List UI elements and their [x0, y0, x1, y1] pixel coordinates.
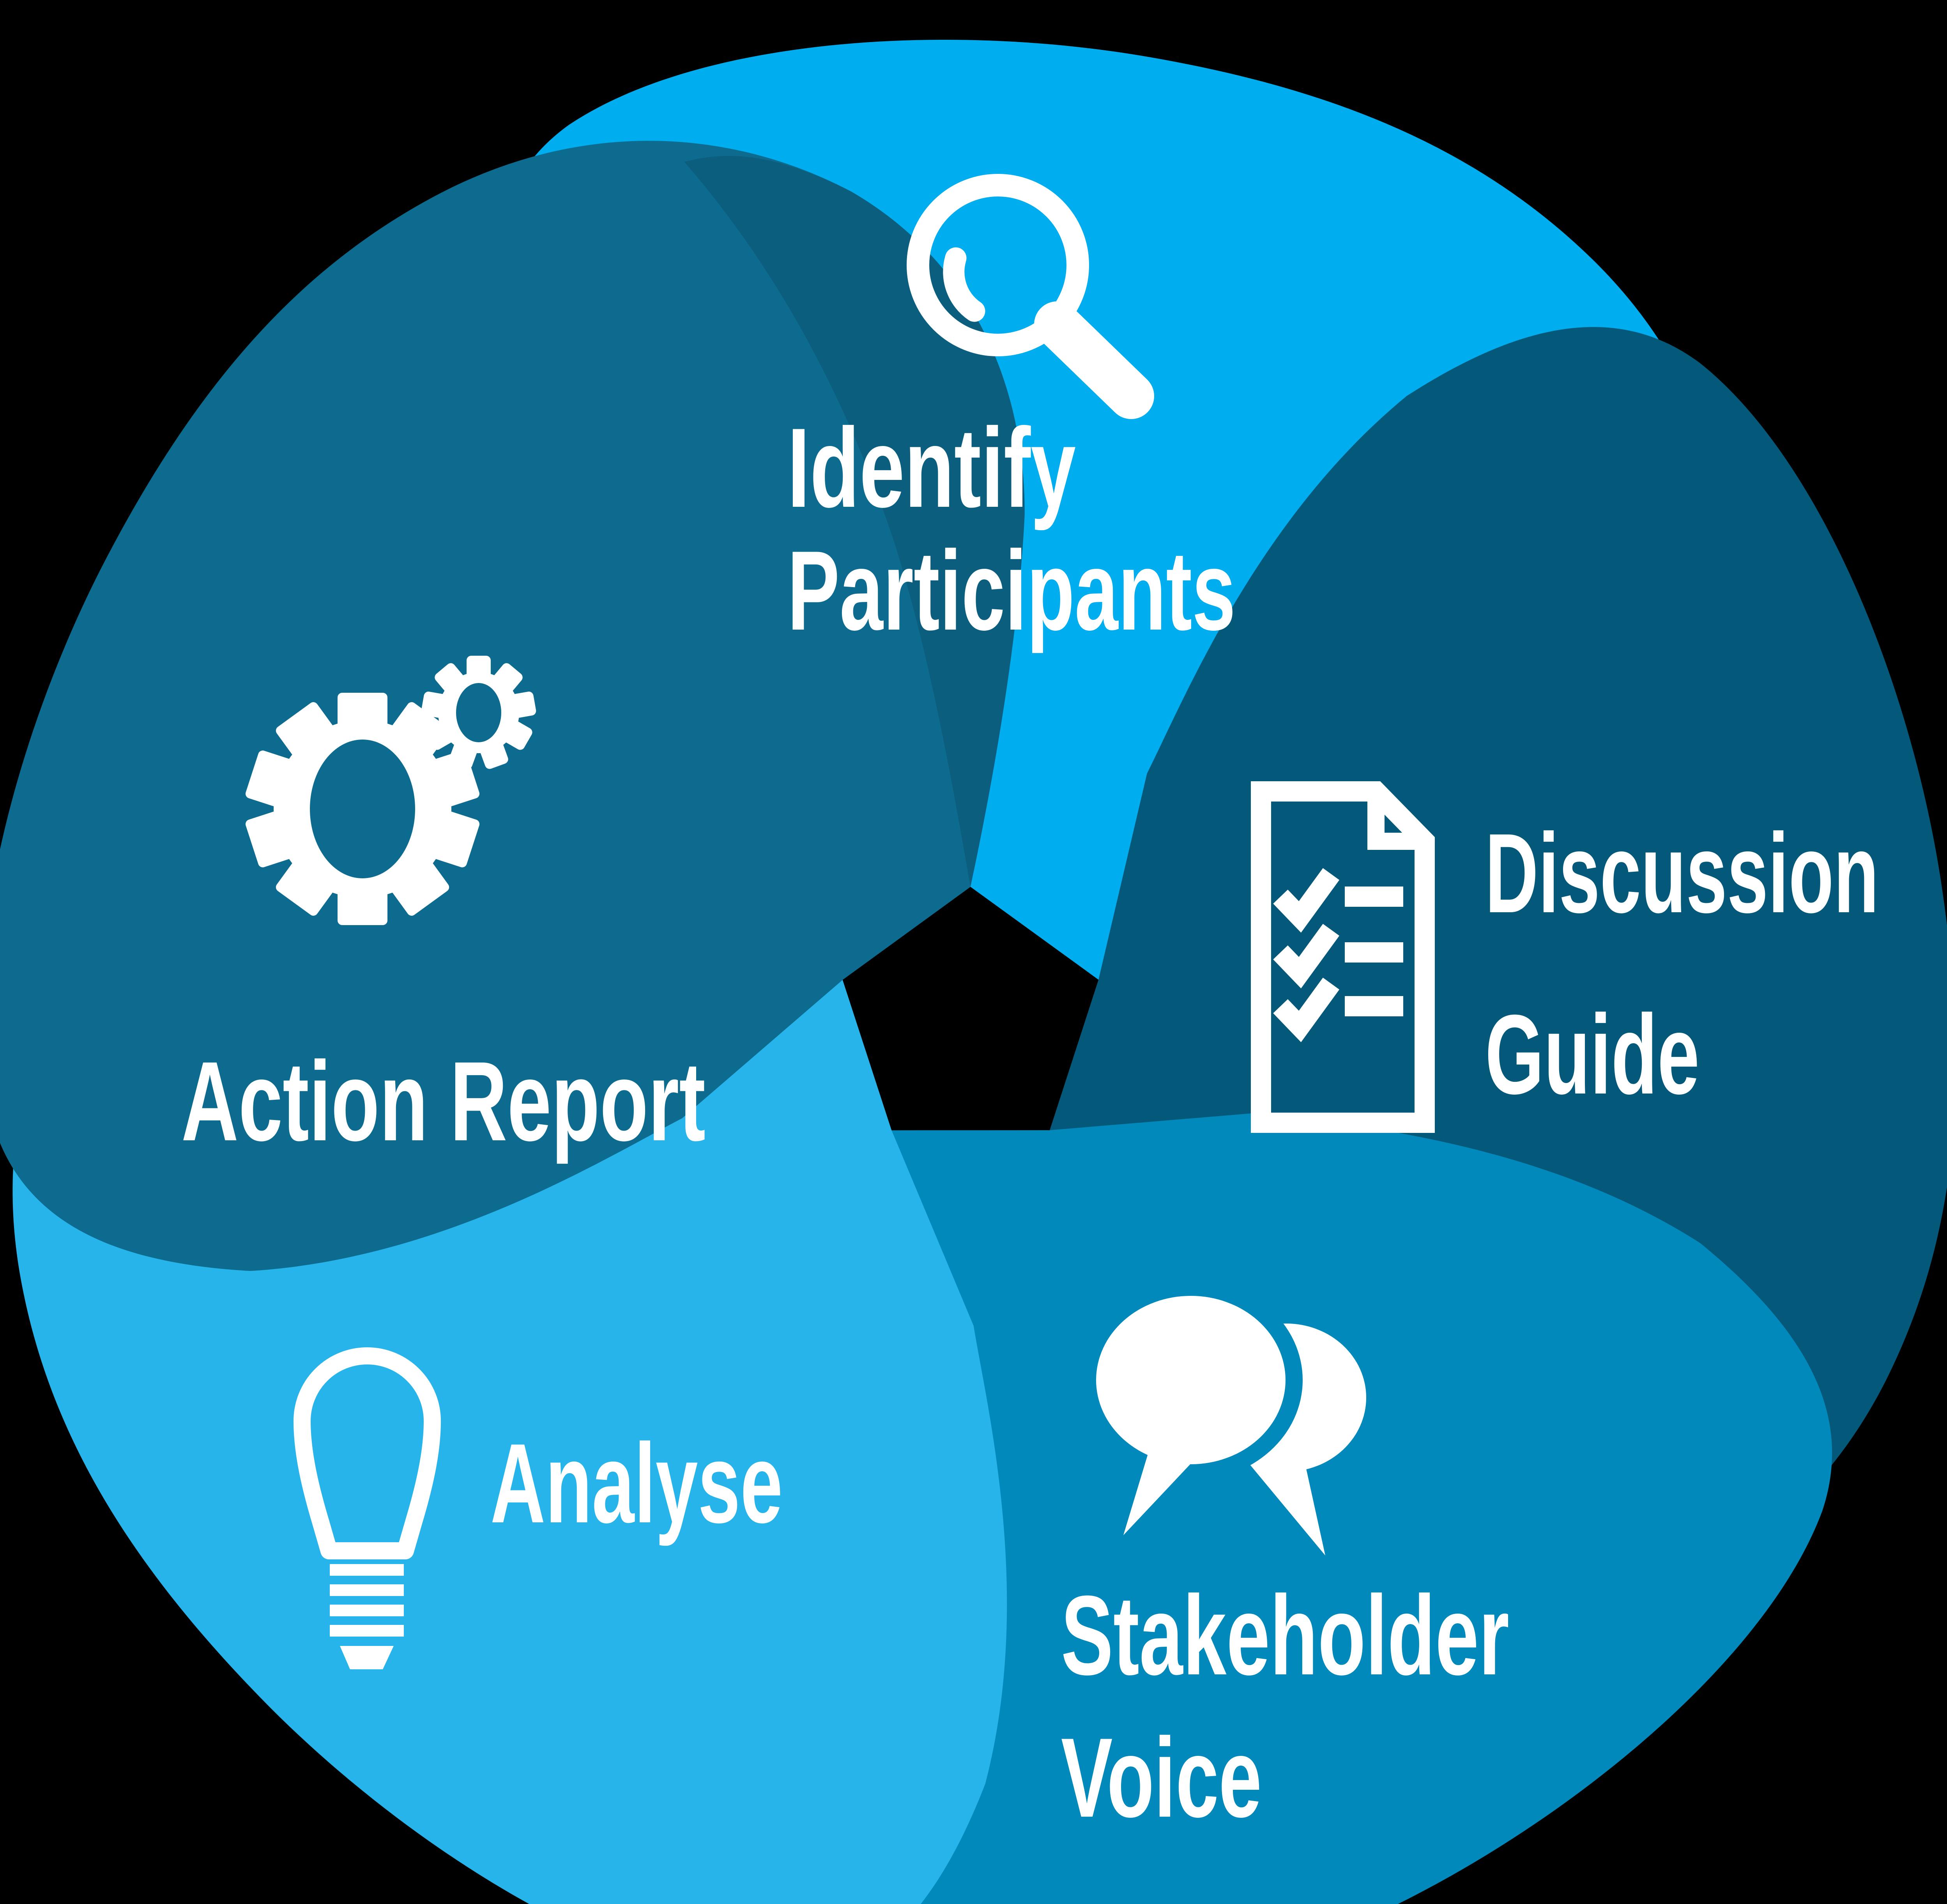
- action-report-fold: [684, 156, 1025, 887]
- discussion-guide-label: Guide: [1485, 991, 1699, 1118]
- identify-participants-label: Identify: [787, 405, 1076, 531]
- stakeholder-voice-label: Voice: [1061, 1715, 1262, 1841]
- analyse-label: Analyse: [490, 1420, 783, 1547]
- identify-participants-label: Participants: [787, 527, 1236, 654]
- checklist-document-icon: [1251, 781, 1435, 1133]
- stakeholder-voice-label: Stakeholder: [1061, 1572, 1509, 1699]
- gears-icon: [245, 656, 536, 925]
- discussion-guide-label: Discussion: [1485, 810, 1879, 936]
- magnifier-icon: [907, 174, 1154, 419]
- action-report-label: Action Report: [181, 1038, 706, 1165]
- speech-bubbles-icon: [1079, 1279, 1366, 1555]
- lightbulb-icon: [294, 1347, 441, 1669]
